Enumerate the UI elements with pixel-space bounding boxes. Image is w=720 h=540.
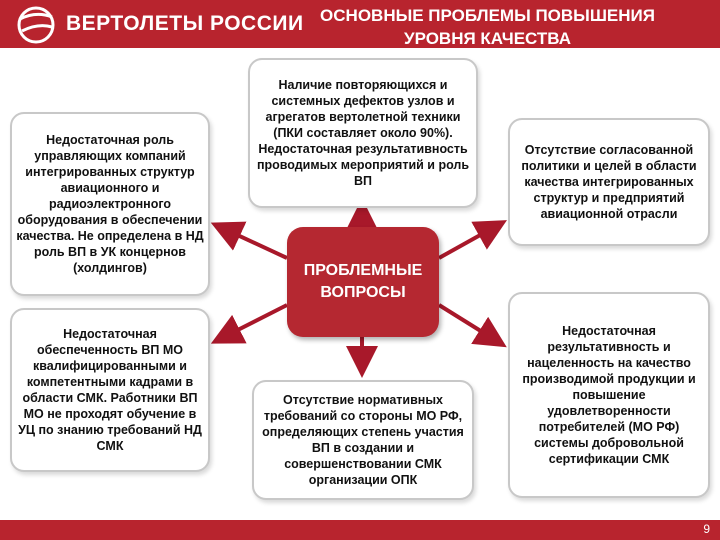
- problem-box-top: Наличие повторяющихся и системных дефект…: [248, 58, 478, 208]
- problem-text-left-top: Недостаточная роль управляющих компаний …: [16, 133, 204, 275]
- problem-text-top: Наличие повторяющихся и системных дефект…: [256, 78, 470, 188]
- arrow-to-left-bottom: [210, 303, 288, 344]
- logo-text: ВЕРТОЛЕТЫ РОССИИ: [66, 12, 304, 35]
- arrow-to-right-top: [438, 220, 507, 260]
- page-number: 9: [703, 522, 710, 536]
- problem-box-right-bottom: Недостаточная результативность и нацелен…: [508, 292, 710, 498]
- header-bar: ВЕРТОЛЕТЫ РОССИИ ОСНОВНЫЕ ПРОБЛЕМЫ ПОВЫШ…: [0, 0, 720, 48]
- title-line-2: УРОВНЯ КАЧЕСТВА: [404, 29, 571, 48]
- page-title: ОСНОВНЫЕ ПРОБЛЕМЫ ПОВЫШЕНИЯ УРОВНЯ КАЧЕС…: [265, 4, 710, 50]
- problem-text-bottom: Отсутствие нормативных требований со сто…: [262, 393, 464, 487]
- arrow-to-left-top: [210, 221, 288, 260]
- center-line-2: ВОПРОСЫ: [320, 284, 406, 301]
- problem-box-left-bottom: Недостаточная обеспеченность ВП МО квали…: [10, 308, 210, 472]
- problem-box-bottom: Отсутствие нормативных требований со сто…: [252, 380, 474, 500]
- problem-box-right-top: Отсутствие согласованной политики и целе…: [508, 118, 710, 246]
- central-problem-node: ПРОБЛЕМНЫЕ ВОПРОСЫ: [287, 227, 439, 337]
- problem-text-right-top: Отсутствие согласованной политики и целе…: [521, 143, 697, 221]
- arrow-to-right-bottom: [437, 303, 507, 348]
- helicopter-logo-icon: [17, 6, 55, 44]
- problem-text-left-bottom: Недостаточная обеспеченность ВП МО квали…: [18, 327, 202, 453]
- footer-bar: 9: [0, 520, 720, 540]
- problem-text-right-bottom: Недостаточная результативность и нацелен…: [522, 324, 696, 466]
- title-line-1: ОСНОВНЫЕ ПРОБЛЕМЫ ПОВЫШЕНИЯ: [320, 6, 655, 25]
- problem-box-left-top: Недостаточная роль управляющих компаний …: [10, 112, 210, 296]
- center-line-1: ПРОБЛЕМНЫЕ: [303, 262, 423, 279]
